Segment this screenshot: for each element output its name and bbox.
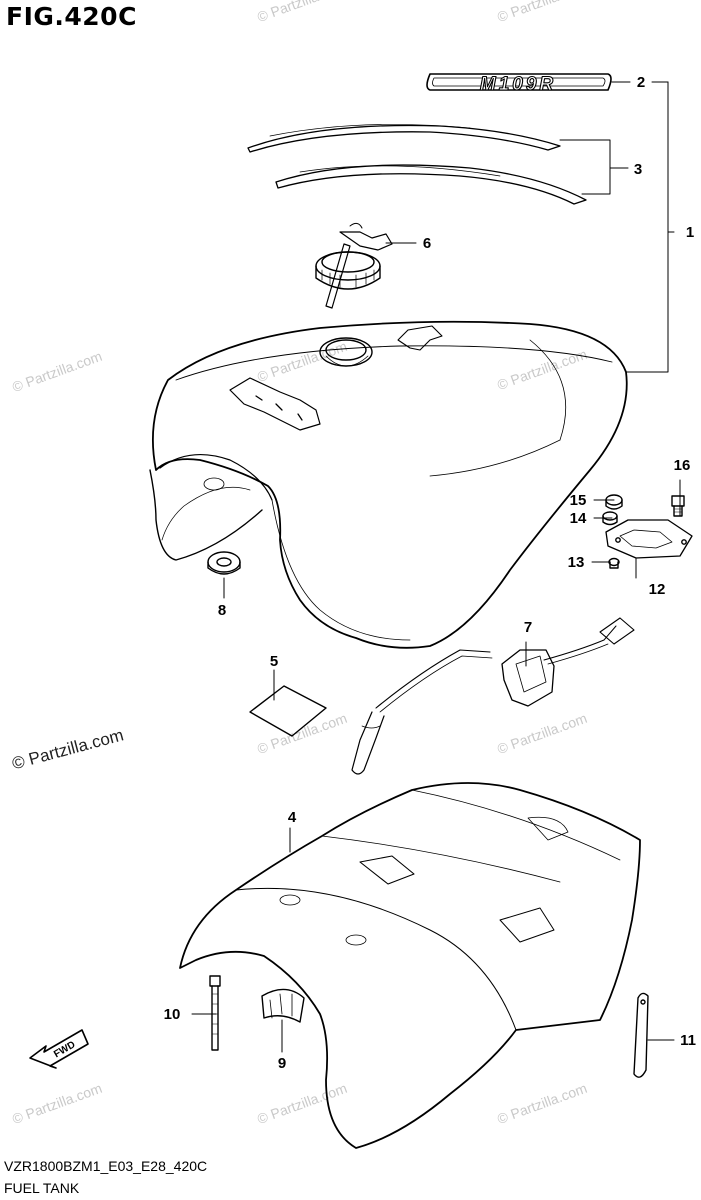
callout-15: 15 xyxy=(570,492,587,509)
figure-code: VZR1800BZM1_E03_E28_420C xyxy=(4,1158,208,1174)
fwd-arrow-icon: FWD xyxy=(29,1029,89,1069)
callout-3: 3 xyxy=(634,161,642,178)
cable-tie[interactable] xyxy=(209,975,221,1051)
bracket[interactable] xyxy=(605,519,693,559)
figure-title: FIG.420C xyxy=(6,2,137,31)
fuel-tank-cover[interactable] xyxy=(179,782,641,1149)
bolt[interactable] xyxy=(671,495,685,517)
grommet[interactable] xyxy=(207,551,241,575)
callout-4: 4 xyxy=(288,809,297,826)
leader-lines xyxy=(191,81,681,1053)
callout-14: 14 xyxy=(570,510,587,527)
callout-10: 10 xyxy=(164,1006,181,1023)
callout-2: 2 xyxy=(637,74,645,91)
callout-11: 11 xyxy=(680,1032,696,1049)
callout-1: 1 xyxy=(686,224,694,241)
screw[interactable] xyxy=(608,557,620,569)
callout-9: 9 xyxy=(278,1055,286,1072)
cushion-14[interactable] xyxy=(602,511,618,526)
strap[interactable] xyxy=(633,992,649,1078)
fuel-tank[interactable] xyxy=(149,320,628,649)
emblem-text: M109R xyxy=(480,74,556,95)
callout-16: 16 xyxy=(674,457,691,474)
cushion-15[interactable] xyxy=(605,494,623,510)
protector-sheet[interactable] xyxy=(249,685,327,737)
fuel-gauge[interactable] xyxy=(351,617,635,775)
callout-labels: 2 3 1 6 16 15 14 13 12 8 7 5 4 10 11 9 xyxy=(164,74,696,1072)
callout-7: 7 xyxy=(524,619,532,636)
fuel-cap[interactable] xyxy=(315,222,393,309)
callout-13: 13 xyxy=(568,554,585,571)
stripe-decals[interactable] xyxy=(247,124,587,205)
callout-6: 6 xyxy=(423,235,431,252)
emblem-part[interactable]: M109R xyxy=(426,73,612,96)
callout-8: 8 xyxy=(218,602,226,619)
callout-5: 5 xyxy=(270,653,278,670)
figure-caption: FUEL TANK xyxy=(4,1180,80,1196)
cushion-9[interactable] xyxy=(261,988,305,1023)
callout-12: 12 xyxy=(649,581,666,598)
